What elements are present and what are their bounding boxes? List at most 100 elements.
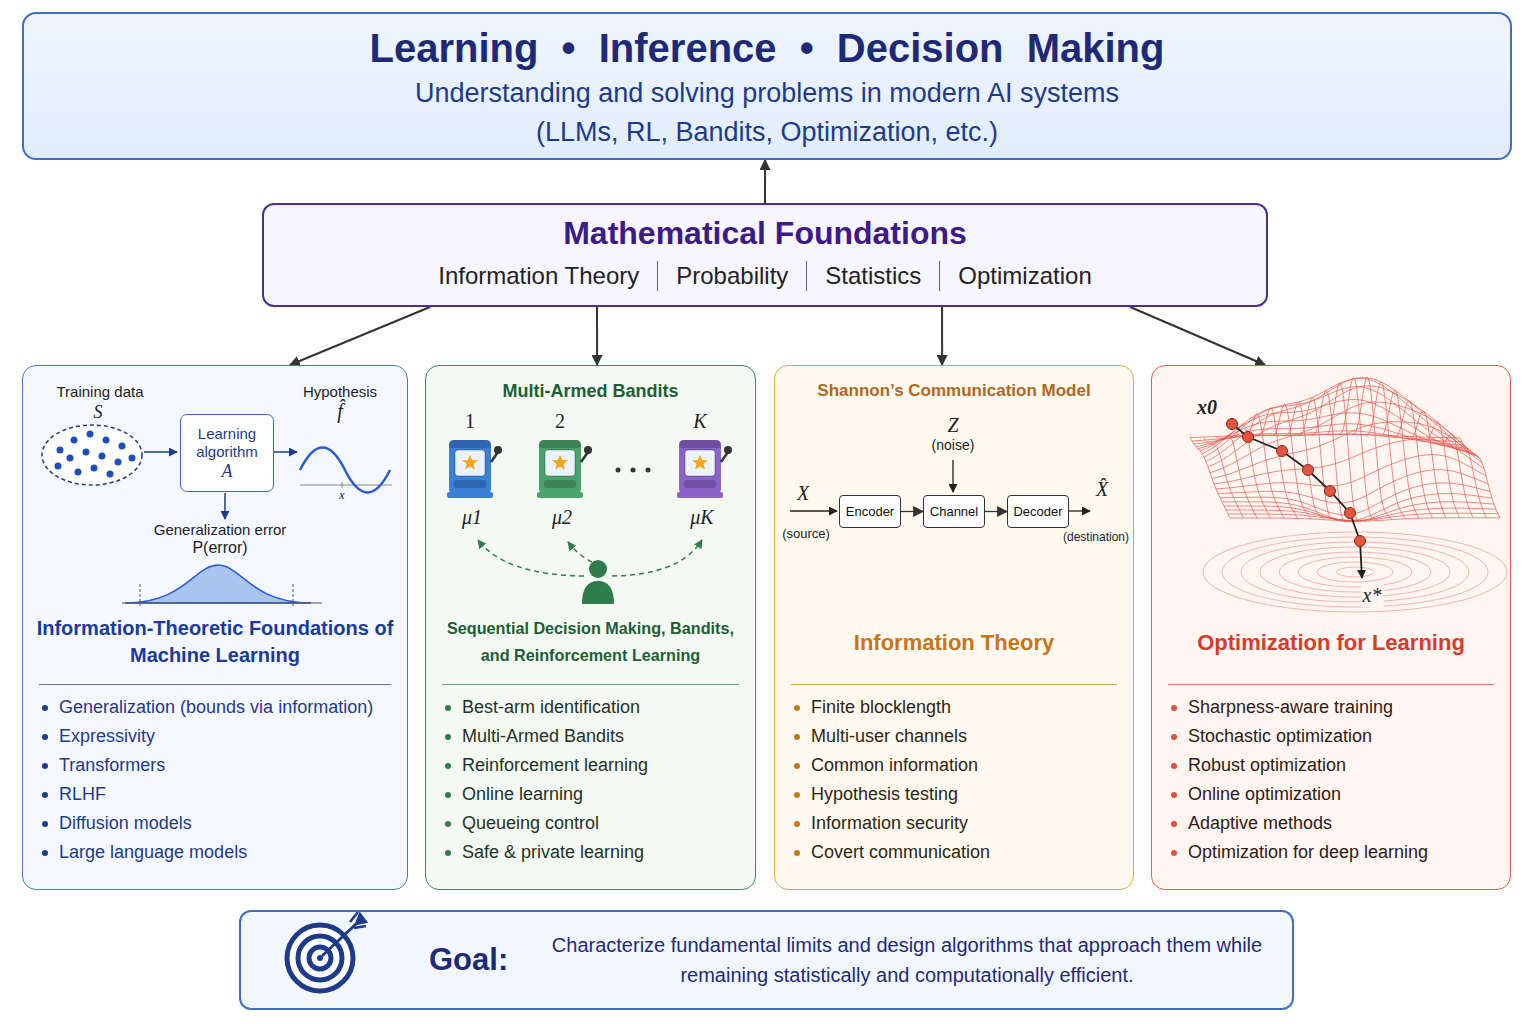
agent-body [582,581,614,604]
goal-label: Goal: [429,942,508,978]
slot-machine [537,440,592,498]
header-banner: Learning • Inference • Decision MakingUn… [22,12,1512,160]
pull-arrow [568,542,592,562]
training-set [42,425,142,485]
mesh-line [1222,494,1492,521]
process-box: Decoder [1007,495,1069,528]
topic-name: Information Theory [420,261,657,291]
learning-illustration [42,425,392,606]
illustration-caption: Multi-Armed Bandits [502,380,678,402]
figure-label: (noise) [930,437,977,453]
subtitle: Understanding and solving problems in mo… [387,74,1147,152]
mesh-line [1366,382,1406,519]
contour-line [1222,537,1488,607]
iterate-dot [1243,432,1254,443]
figure-label: X̂ [1094,478,1110,501]
bullet-item: Safe & private learning [440,838,749,867]
topic-panel: Optimization for LearningSharpness-aware… [1151,365,1511,890]
data-point [115,459,122,466]
figure-label: Training data [55,383,146,400]
iterates [1227,419,1366,547]
flow-arrow [272,451,297,453]
contour-line [1336,567,1374,577]
box-label: Channel [930,504,978,519]
noise-arrow [952,460,953,492]
bullet-item: Stochastic optimization [1166,722,1504,751]
variable-name: A [222,461,233,481]
figure-label: x [337,489,346,503]
figure-label: Z [945,414,960,437]
contour-line [1260,547,1450,597]
divider-line [442,684,739,685]
data-point [67,455,74,462]
bullet-item: Optimization for deep learning [1166,838,1504,867]
iterate-dot [1355,536,1366,547]
figure-label: x0 [1195,396,1219,419]
ellipsis-dot [646,468,651,473]
bullet-list: Sharpness-aware trainingStochastic optim… [1166,693,1504,867]
bullet-list: Generalization (bounds via information)E… [37,693,401,867]
divider-line [39,684,391,685]
bullet-item: Online learning [440,780,749,809]
iterate-dot [1303,465,1314,476]
panel-heading: Sequential Decision Making, Bandits, and… [441,615,741,669]
mesh-line [1271,405,1311,519]
process-box: Channel [923,495,985,528]
iterate-dot [1277,446,1288,457]
data-point [57,447,64,454]
panel-heading: Optimization for Learning [1161,629,1501,656]
divider-line [1168,684,1494,685]
iterate-dot [1227,419,1238,430]
agent-head [589,560,607,578]
contour-line [1203,532,1507,612]
mesh-line [1325,383,1365,522]
figure-label: 2 [553,410,567,433]
mesh-line [1226,508,1496,521]
box-title: Mathematical Foundations [264,213,1266,253]
data-points [55,431,136,478]
data-point [129,455,136,462]
figure-label: K [691,410,708,433]
box-label: Decoder [1013,504,1062,519]
ellipsis-dot [631,468,636,473]
data-point [83,449,90,456]
bullet-item: Best-arm identification [440,693,749,722]
bullet-item: Sharpness-aware training [1166,693,1504,722]
panel-heading: Information-Theoretic Foundations of Mac… [35,615,395,669]
bullet-item: Robust optimization [1166,751,1504,780]
mesh-line [1204,378,1474,457]
topic-name: Statistics [806,261,939,291]
bullet-item: Multi-user channels [789,722,1127,751]
axis [300,485,392,486]
divider-line [791,684,1117,685]
connector-arrow [1130,307,1265,365]
figure-label: 1 [463,410,477,433]
bullet-item: Online optimization [1166,780,1504,809]
data-point [107,471,114,478]
process-box: Encoder [839,495,901,528]
bound-line [140,584,141,606]
bullet-list: Finite blocklengthMulti-user channelsCom… [789,693,1127,867]
figure-label: f̂ [335,400,345,423]
contour-lines [1203,532,1507,612]
panel-ground [1152,366,1511,890]
error-distribution [125,565,311,603]
axis-tick [342,482,343,488]
bullet-item: Common information [789,751,1127,780]
topic-panel: Multi-Armed BanditsSequential Decision M… [425,365,756,890]
connector-arrow [596,307,598,365]
panel-ground [23,366,408,890]
mesh-line [1228,513,1498,520]
panel-ground [775,366,1134,890]
figure-label: (destination) [1061,531,1131,545]
topic-row: Information TheoryProbabilityStatisticsO… [264,261,1266,291]
figure-label: Hypothesis [301,383,379,400]
pull-arrow [612,540,702,576]
contour-line [1298,557,1412,587]
descent-path [1232,424,1360,541]
bullet-item: Expressivity [37,722,401,751]
caption-group: Multi-Armed Bandits [426,380,755,402]
bullet-item: Transformers [37,751,401,780]
panel-heading: Information Theory [784,629,1124,656]
